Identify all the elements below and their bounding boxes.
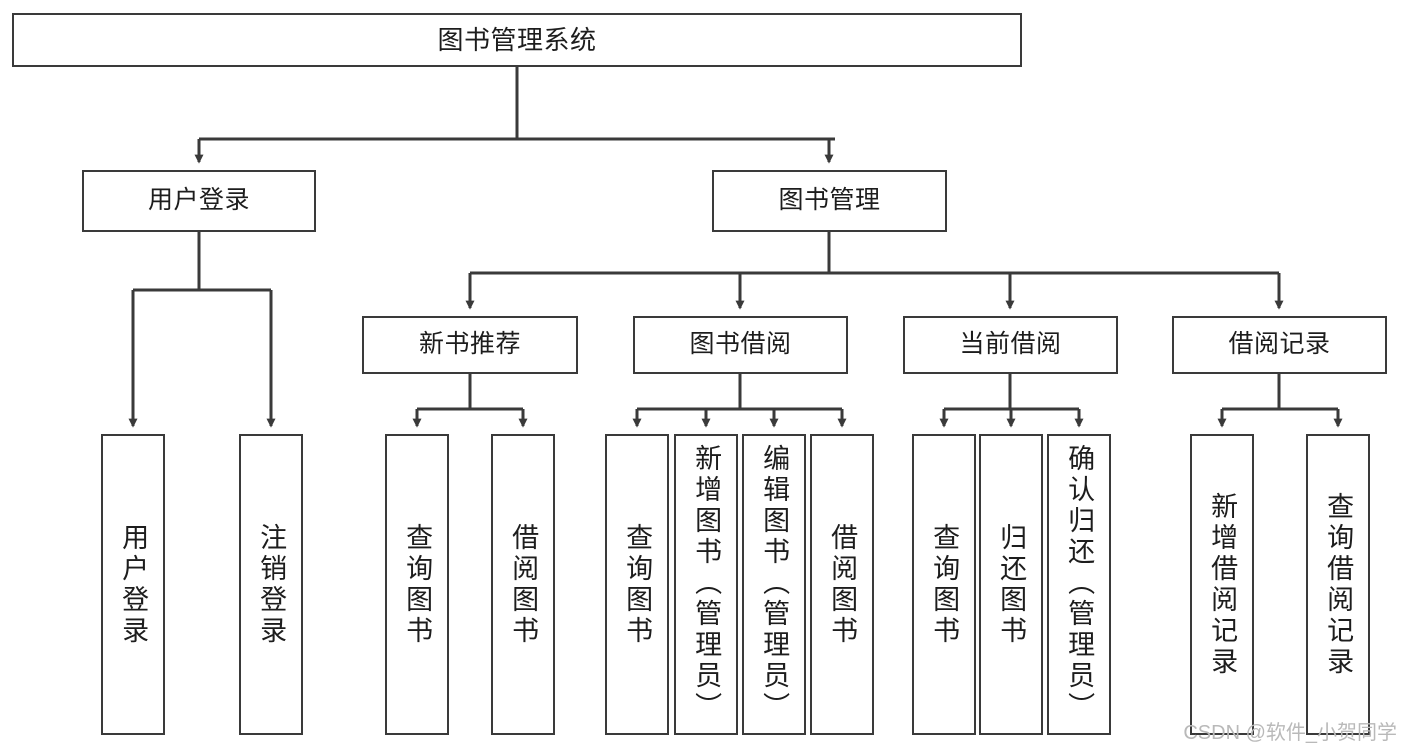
leaf-user-login[interactable]: 用户登录 bbox=[101, 434, 165, 735]
node-new-book-recommend-label: 新书推荐 bbox=[418, 330, 521, 359]
leaf-add-book[interactable]: 新增图书（管理员） bbox=[674, 434, 738, 735]
leaf-edit-book[interactable]: 编辑图书（管理员） bbox=[742, 434, 806, 735]
leaf-add-record-label: 新增借阅记录 bbox=[1207, 491, 1238, 678]
leaf-borrow-book-1-label: 借阅图书 bbox=[508, 522, 539, 647]
node-borrow-record[interactable]: 借阅记录 bbox=[1172, 316, 1387, 374]
leaf-confirm-return-label: 确认归还（管理员） bbox=[1064, 444, 1095, 723]
leaf-query-book-3-label: 查询图书 bbox=[929, 522, 960, 647]
leaf-confirm-return[interactable]: 确认归还（管理员） bbox=[1047, 434, 1111, 735]
leaf-borrow-book-2[interactable]: 借阅图书 bbox=[810, 434, 874, 735]
leaf-query-record-label: 查询借阅记录 bbox=[1323, 491, 1354, 678]
node-book-borrow[interactable]: 图书借阅 bbox=[633, 316, 848, 374]
leaf-edit-book-label: 编辑图书（管理员） bbox=[759, 444, 790, 723]
leaf-return-book[interactable]: 归还图书 bbox=[979, 434, 1043, 735]
node-current-borrow-label: 当前借阅 bbox=[959, 330, 1062, 359]
leaf-borrow-book-2-label: 借阅图书 bbox=[827, 522, 858, 647]
leaf-return-book-label: 归还图书 bbox=[996, 522, 1027, 647]
node-root-label: 图书管理系统 bbox=[437, 24, 597, 55]
leaf-user-login-label: 用户登录 bbox=[118, 522, 149, 647]
leaf-add-record[interactable]: 新增借阅记录 bbox=[1190, 434, 1254, 735]
node-book-borrow-label: 图书借阅 bbox=[689, 330, 792, 359]
node-root[interactable]: 图书管理系统 bbox=[12, 13, 1022, 67]
leaf-logout[interactable]: 注销登录 bbox=[239, 434, 303, 735]
node-user-login[interactable]: 用户登录 bbox=[82, 170, 316, 232]
watermark: CSDN @软件_小贺同学 bbox=[1183, 722, 1397, 744]
leaf-query-book-2-label: 查询图书 bbox=[622, 522, 653, 647]
leaf-query-book-1-label: 查询图书 bbox=[402, 522, 433, 647]
node-book-manage-label: 图书管理 bbox=[778, 186, 881, 215]
node-book-manage[interactable]: 图书管理 bbox=[712, 170, 947, 232]
node-borrow-record-label: 借阅记录 bbox=[1228, 330, 1331, 359]
leaf-query-book-3[interactable]: 查询图书 bbox=[912, 434, 976, 735]
leaf-logout-label: 注销登录 bbox=[256, 522, 287, 647]
leaf-query-record[interactable]: 查询借阅记录 bbox=[1306, 434, 1370, 735]
leaf-query-book-2[interactable]: 查询图书 bbox=[605, 434, 669, 735]
leaf-add-book-label: 新增图书（管理员） bbox=[691, 444, 722, 723]
node-current-borrow[interactable]: 当前借阅 bbox=[903, 316, 1118, 374]
node-user-login-label: 用户登录 bbox=[147, 186, 250, 215]
leaf-borrow-book-1[interactable]: 借阅图书 bbox=[491, 434, 555, 735]
node-new-book-recommend[interactable]: 新书推荐 bbox=[362, 316, 578, 374]
leaf-query-book-1[interactable]: 查询图书 bbox=[385, 434, 449, 735]
